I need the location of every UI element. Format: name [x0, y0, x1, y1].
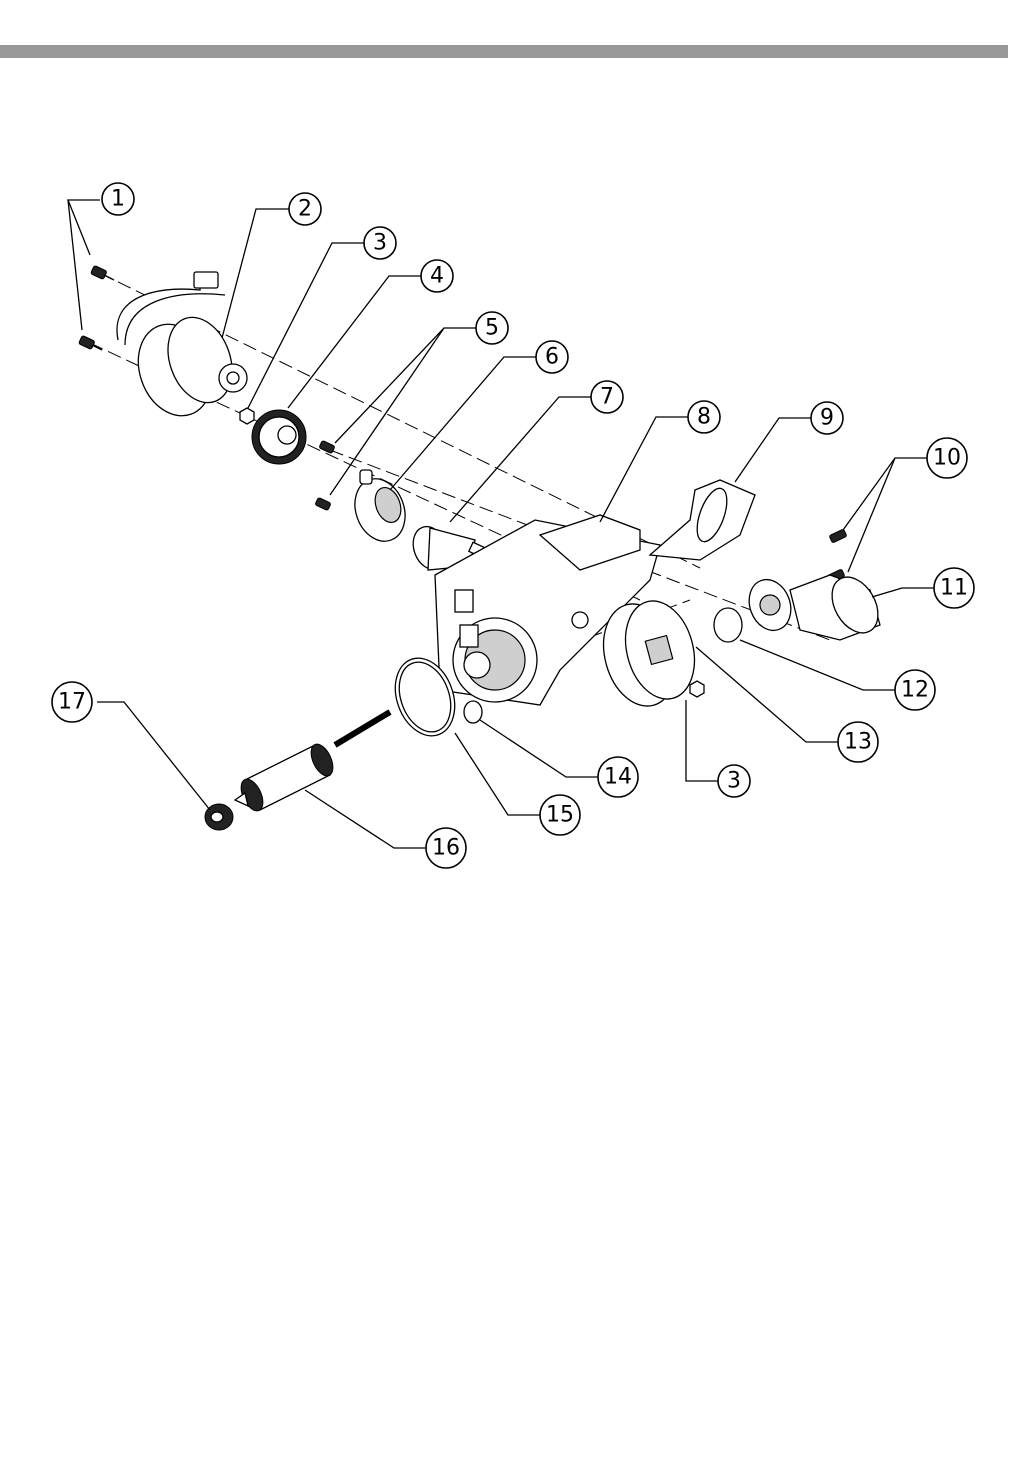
nut-part-3b	[690, 681, 704, 697]
callout-3: 3	[364, 227, 396, 259]
screw-part-1a	[91, 265, 114, 280]
callout-13: 13	[838, 722, 878, 762]
screw-part-5a	[319, 440, 335, 453]
svg-text:13: 13	[844, 730, 872, 755]
svg-text:8: 8	[697, 405, 711, 430]
callout-1: 1	[102, 183, 134, 215]
callout-17: 17	[52, 682, 92, 722]
svg-text:7: 7	[600, 385, 614, 410]
svg-text:16: 16	[432, 836, 460, 861]
parts	[79, 265, 888, 830]
callout-8: 8	[688, 401, 720, 433]
callout-7: 7	[591, 381, 623, 413]
callouts: 1 2 3 4 5 6 7 8 9 10 11 12 13 3 14 15 16…	[52, 183, 974, 868]
callout-4: 4	[421, 260, 453, 292]
svg-text:2: 2	[298, 197, 312, 222]
o-ring-part-14	[464, 701, 482, 723]
callout-2: 2	[289, 193, 321, 225]
screw-part-1b	[79, 335, 102, 350]
svg-text:12: 12	[901, 678, 929, 703]
svg-text:3: 3	[727, 769, 741, 794]
bracket-arm-part	[650, 480, 755, 560]
callout-15: 15	[540, 795, 580, 835]
svg-text:6: 6	[545, 345, 559, 370]
svg-text:10: 10	[933, 446, 961, 471]
svg-text:4: 4	[430, 264, 444, 289]
svg-text:9: 9	[820, 406, 834, 431]
svg-text:5: 5	[485, 316, 499, 341]
nut-part-3a	[240, 408, 254, 424]
elbow-fitting-part	[742, 569, 887, 641]
shaft-drum-part	[235, 712, 390, 814]
svg-text:1: 1	[111, 187, 125, 212]
screw-part-5b	[315, 497, 331, 510]
o-ring-part-12	[714, 608, 742, 642]
svg-text:3: 3	[373, 231, 387, 256]
callout-16: 16	[426, 828, 466, 868]
callout-11: 11	[934, 568, 974, 608]
callout-12: 12	[895, 670, 935, 710]
callout-5: 5	[476, 312, 508, 344]
bracket-part	[347, 470, 414, 548]
svg-text:15: 15	[546, 803, 574, 828]
callout-6: 6	[536, 341, 568, 373]
gear-part	[252, 410, 306, 464]
callout-10: 10	[927, 438, 967, 478]
callout-3b: 3	[718, 765, 750, 797]
svg-text:17: 17	[58, 690, 86, 715]
motor-part	[117, 272, 247, 426]
callout-9: 9	[811, 402, 843, 434]
svg-text:11: 11	[940, 576, 968, 601]
svg-text:14: 14	[604, 765, 632, 790]
callout-14: 14	[598, 757, 638, 797]
screw-part-10a	[829, 529, 847, 543]
washer-part	[205, 804, 233, 830]
